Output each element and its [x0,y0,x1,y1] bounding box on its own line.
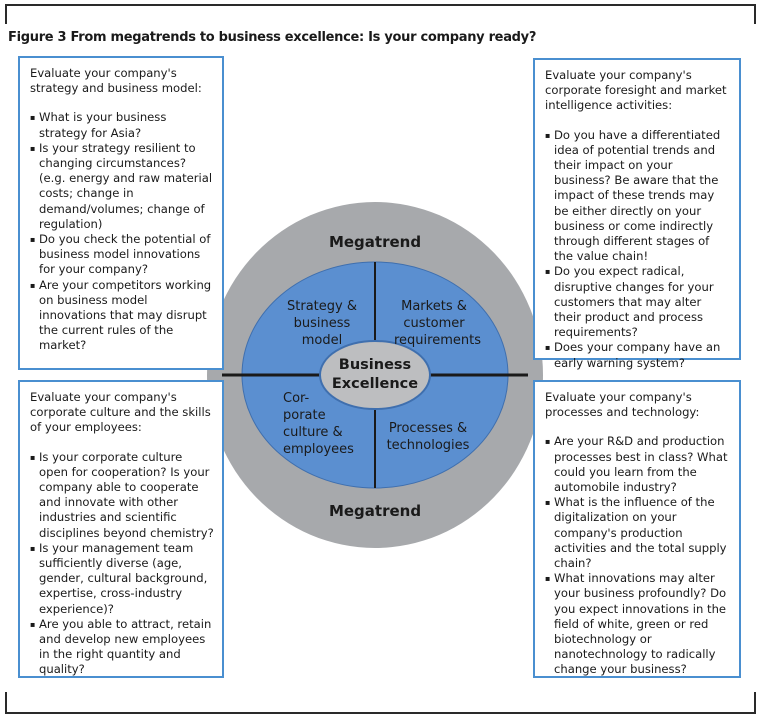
box-intro: Evaluate your company's strategy and bus… [30,66,202,96]
figure-title: Figure 3 From megatrends to business exc… [8,30,537,45]
segment-culture-line: Cor- [283,391,310,406]
segment-strategy-line: business [293,316,351,331]
culture-questions-box: Evaluate your company's corporate cultur… [18,380,224,678]
question-list: Do you have a differentiated idea of pot… [545,128,731,371]
segment-culture-line: porate [283,408,326,423]
list-item: What innovations may alter your business… [545,571,731,677]
question-list: Are your R&D and production processes be… [545,434,731,677]
segment-markets: Markets & customer requirements [394,298,481,349]
segment-culture-line: culture & [283,425,343,440]
segment-markets-line: Markets & [401,299,467,314]
question-list: Is your corporate culture open for coope… [30,450,214,678]
segment-strategy: Strategy & business model [278,298,366,349]
segment-strategy-line: model [301,333,343,348]
list-item: Is your corporate culture open for coope… [30,450,214,541]
question-list: What is your business strategy for Asia?… [30,110,214,353]
segment-processes-line: Processes & [388,421,468,436]
segment-culture-line: employees [283,442,354,457]
list-item: What is your business strategy for Asia? [30,110,214,140]
list-item: Do you check the potential of business m… [30,232,214,278]
frame-bottom-left-tick [5,692,7,714]
list-item: Is your strategy resilient to changing c… [30,141,214,232]
box-intro: Evaluate your company's processes and te… [545,390,700,420]
frame-top-right-tick [754,4,756,24]
list-item: What is the influence of the digitalizat… [545,495,731,571]
list-item: Are your competitors working on business… [30,278,214,354]
foresight-questions-box: Evaluate your company's corporate foresi… [533,58,741,370]
core-label-line2: Excellence [331,376,419,392]
list-item: Do you have a differentiated idea of pot… [545,128,731,265]
core-label-line1: Business [338,357,412,373]
box-intro: Evaluate your company's corporate foresi… [545,68,727,113]
segment-strategy-line: Strategy & [287,299,357,314]
frame-bottom-bar [5,712,756,714]
segment-processes-line: technologies [386,438,470,453]
frame-top-left-tick [5,4,7,24]
segment-markets-line: customer [403,316,465,331]
list-item: Do you expect radical, disruptive change… [545,264,731,340]
segment-culture: Cor- porate culture & employees [283,390,365,458]
megatrend-top-label: Megatrend [329,233,421,251]
strategy-questions-box: Evaluate your company's strategy and bus… [18,56,224,370]
box-intro: Evaluate your company's corporate cultur… [30,390,211,435]
core-label: Business Excellence [320,356,430,394]
frame-bottom-right-tick [754,692,756,714]
list-item: Are your R&D and production processes be… [545,434,731,495]
frame-top-bar [5,4,756,6]
business-excellence-core [319,340,431,410]
list-item: Does your company have an early warning … [545,340,731,370]
segment-processes: Processes & technologies [383,420,473,454]
list-item: Is your management team sufficiently div… [30,541,214,617]
megatrend-bottom-label: Megatrend [329,502,421,520]
processes-questions-box: Evaluate your company's processes and te… [533,380,741,678]
list-item: Are you able to attract, retain and deve… [30,617,214,678]
segment-markets-line: requirements [394,333,481,348]
